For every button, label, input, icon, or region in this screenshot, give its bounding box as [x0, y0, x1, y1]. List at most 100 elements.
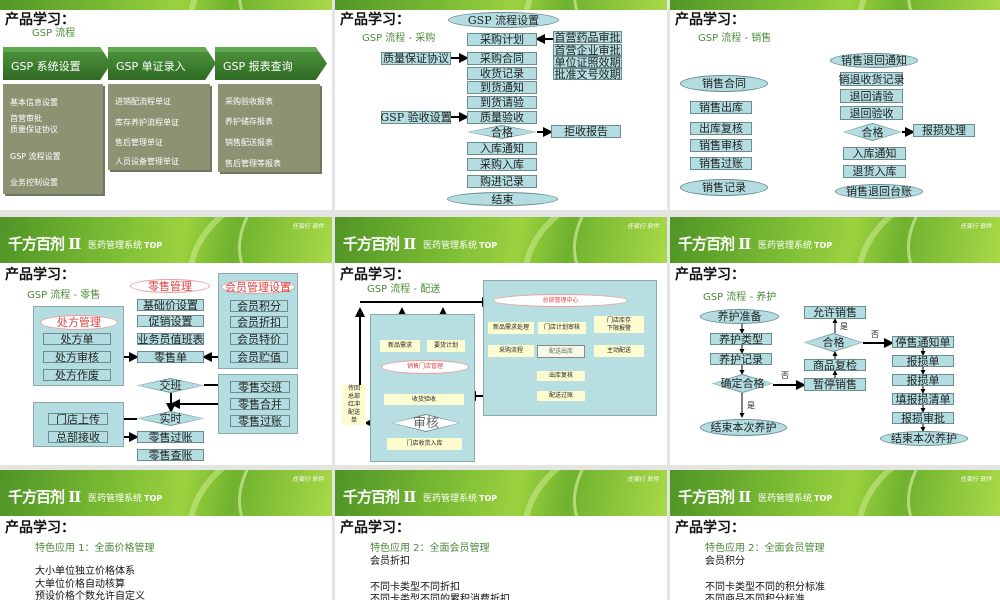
group-title: 会员管理设置: [221, 280, 295, 294]
flow-step: 暂停销售: [804, 378, 866, 391]
column-panel: [108, 84, 210, 170]
slide-subtitle: GSP 流程: [32, 27, 76, 39]
decision-node: 实时: [137, 411, 204, 426]
text-line: 不同商品不同积分标准: [705, 594, 805, 600]
flow-step: 配送过账: [537, 391, 585, 401]
flow-step: 促销设置: [137, 315, 204, 327]
column-item: 业务控制设置: [10, 177, 58, 187]
text-line: 不同卡类型不同的积分标准: [705, 582, 825, 593]
flow-step: 出库复核: [690, 122, 752, 135]
flow-step: 收货记录: [467, 67, 537, 80]
brand-logo: 千方百剂 II: [343, 0, 415, 1]
flow-step: 处方单: [43, 333, 111, 345]
column-item: 库存养护流程单证: [115, 117, 179, 127]
group-title: 总部管理中心: [493, 294, 628, 307]
decision-node: 审核: [392, 414, 460, 432]
flow-step: 会员贮值: [230, 351, 288, 363]
end-node: 结束: [447, 192, 558, 206]
flow-step: 处方作废: [43, 369, 111, 381]
store-box: [370, 314, 475, 462]
end-node: 结束本次养护: [700, 419, 787, 436]
end-node: 结束本次养护: [880, 431, 968, 446]
flow-step: 允许销售: [804, 306, 866, 319]
slide-title: 产品学习：: [675, 267, 745, 283]
column-item: 养护储存报表: [225, 116, 273, 126]
flow-step: 质量保证协议: [381, 52, 451, 65]
flow-step: 养护类型: [710, 333, 772, 345]
vendor-logo: 任我行 软件: [960, 223, 992, 230]
column-item: 销售配送报表: [225, 137, 273, 147]
column-panel: [3, 84, 103, 194]
flow-step: 单位证照效期: [553, 55, 622, 69]
flow-step: 会员特价: [230, 333, 288, 345]
flow-step: 首营企业审批: [553, 43, 622, 57]
flow-step: 填报损清单: [892, 393, 954, 405]
slide-subtitle: GSP 流程 - 采购: [362, 32, 436, 44]
flow-step: 质量验收: [467, 111, 537, 124]
decision-label: 交班: [159, 379, 182, 392]
flow-step: 处方审核: [43, 351, 111, 363]
column-item: 采购验收报表: [225, 96, 273, 106]
column-header: GSP 系统设置: [3, 47, 111, 80]
flow-step: 养护记录: [710, 353, 772, 365]
slide-title: 产品学习：: [5, 12, 75, 28]
flow-step: 到货通知: [467, 81, 537, 94]
slide-title: 产品学习：: [5, 267, 75, 283]
flow-step: 零售过账: [137, 431, 204, 443]
flow-step: 报损审批: [892, 412, 954, 424]
slide-subtitle: 特色应用 2：全面会员管理: [705, 543, 825, 554]
flow-step: 门店计划审核: [538, 322, 586, 334]
flow-step: 会员积分: [230, 300, 288, 312]
brand-logo: 千方百剂 II: [8, 488, 81, 506]
vendor-logo: 任我行 软件: [960, 476, 992, 483]
flow-step: 零售查账: [137, 449, 204, 461]
decision-node: 合格: [843, 123, 902, 141]
decision-label: 确定合格: [720, 377, 765, 390]
flow-step: 商品复检: [804, 359, 866, 371]
text-line: 预设价格个数允许自定义: [35, 591, 145, 600]
brand-logo: 千方百剂 II: [343, 235, 416, 253]
start-node: 销售合同: [680, 75, 768, 92]
brand-logo: 千方百剂 II: [678, 0, 750, 1]
start-node: 养护准备: [700, 309, 779, 324]
group-title: 零售管理: [130, 279, 210, 293]
topic-line: 会员积分: [705, 556, 745, 567]
flow-step: 销售出库: [690, 101, 752, 114]
flow-step: 报损单: [892, 355, 954, 367]
flow-step: 新品需求: [380, 340, 420, 352]
decision-label: 合格: [822, 336, 845, 349]
brand-logo: 千方百剂 II: [8, 0, 80, 1]
column-item: 基本信息设置: [10, 97, 58, 107]
flow-step: 配送出库: [537, 345, 585, 358]
slide-subtitle: GSP 流程 - 零售: [27, 289, 101, 301]
flow-step: 销售过账: [690, 157, 752, 170]
text-line: 不同卡类型不同的累积消费折扣: [370, 594, 510, 600]
slide-title: 产品学习：: [5, 520, 75, 536]
slide-subtitle: GSP 流程 - 养护: [703, 291, 777, 303]
no-label: 否: [781, 371, 789, 380]
decision-node: 合格: [467, 125, 537, 139]
flow-step: 入库通知: [843, 147, 906, 160]
flow-step: 退回验收: [840, 106, 903, 120]
column-header: GSP 单证录入: [108, 47, 216, 80]
decision-label: 合格: [491, 125, 513, 139]
column-item: 人员设备管理单证: [115, 156, 179, 166]
group-title: 处方管理: [40, 315, 118, 330]
topic-line: 会员折扣: [370, 556, 410, 567]
